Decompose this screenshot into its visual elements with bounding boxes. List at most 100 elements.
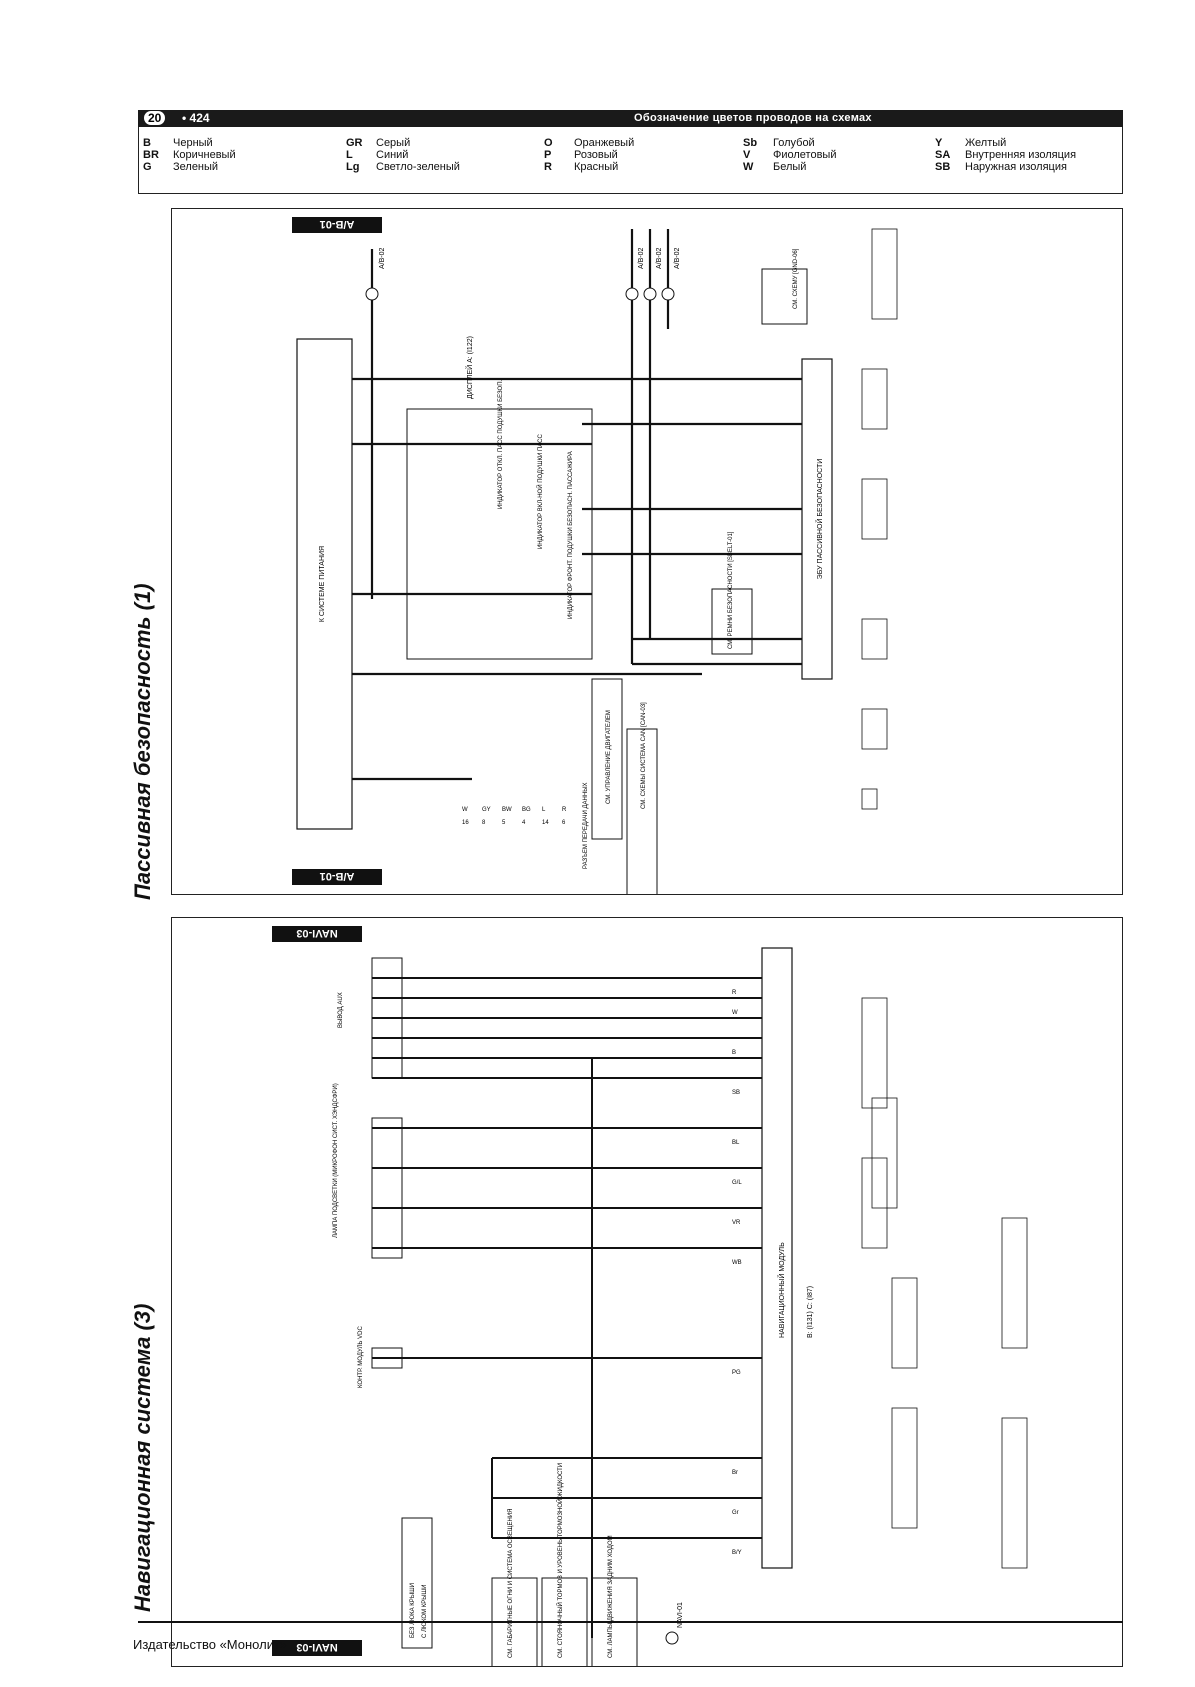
navi-reference-label: NAVI-01 <box>677 1602 684 1628</box>
roof-legend-item: С ЛЮКОМ КРЫШИ <box>422 1585 428 1638</box>
navigation-module <box>761 947 793 1569</box>
aux-label: ВЫВОД AUX <box>338 992 344 1028</box>
frame-tag <box>292 869 382 885</box>
footer-rule <box>138 1621 1123 1623</box>
svg-text:16: 16 <box>462 820 469 826</box>
connector-pin-grids <box>861 997 1028 1569</box>
svg-text:5: 5 <box>502 820 506 826</box>
note-label: СМ. СХЕМУ [GND-06] <box>793 248 799 309</box>
note-label: СМ. РЕМНИ БЕЗОПАСНОСТИ [SBELT-01] <box>728 531 734 649</box>
svg-text:A/B-02: A/B-02 <box>379 247 386 269</box>
navigation-module-connectors: B: (I131) C: (I87) <box>807 1286 814 1338</box>
note-label: СМ. УПРАВЛЕНИЕ ДВИГАТЕЛЕМ <box>606 710 612 804</box>
safety-ecu <box>801 358 833 680</box>
note-label: СМ. СХЕМЫ СИСТЕМА CAN [CAN-03] <box>641 702 647 809</box>
svg-text:A/B-02: A/B-02 <box>656 247 663 269</box>
diagram-canvas: NAVI-03 NAVI-03 НАВИГАЦИОННЫЙ МОДУЛЬ B: … <box>272 926 1028 1669</box>
fuse-block <box>296 338 353 830</box>
indicator-label: ИНДИКАТОР ОТКЛ. ПАСС ПОДУШКИ БЕЗОП. <box>498 379 504 509</box>
note-box <box>711 588 753 655</box>
vdc-label: КОНТР. МОДУЛЬ VDC <box>358 1326 364 1388</box>
note-label: СМ. СТОЯНОЧНЫЙ ТОРМОЗ И УРОВЕНЬ ТОРМОЗНО… <box>556 1463 564 1658</box>
svg-text:R: R <box>732 990 737 996</box>
wiring-diagram-passive-safety: A/B-01 A/B-01 К СИСТЕМЕ ПИТАНИЯ <box>171 208 1123 930</box>
power-label: К СИСТЕМЕ ПИТАНИЯ <box>319 546 326 622</box>
roof-legend-box <box>401 1517 433 1649</box>
svg-text:GY: GY <box>482 807 491 813</box>
connector-pin-grids <box>861 228 898 810</box>
wiring-diagram-navigation: NAVI-03 NAVI-03 НАВИГАЦИОННЫЙ МОДУЛЬ B: … <box>171 917 1123 1669</box>
note-label: СМ. ЛАМПЫ ДВИЖЕНИЯ ЗАДНИМ ХОДОМ <box>608 1535 614 1658</box>
frame-tag-label: A/B-01 <box>320 218 355 230</box>
frame-tag-label: NAVI-03 <box>296 927 337 939</box>
svg-text:BW: BW <box>502 807 512 813</box>
svg-text:G/L: G/L <box>732 1180 742 1186</box>
svg-text:B/Y: B/Y <box>732 1550 742 1556</box>
svg-text:A/B-02: A/B-02 <box>674 247 681 269</box>
navi-reference-circle <box>665 1631 679 1645</box>
navigation-module-label: НАВИГАЦИОННЫЙ МОДУЛЬ <box>777 1242 786 1338</box>
frame-tag <box>292 217 382 233</box>
svg-text:W: W <box>732 1010 738 1016</box>
page-number: • 424 <box>182 111 210 125</box>
display-label: ДИСПЛЕЙ A: (I122) <box>465 336 474 399</box>
chapter-badge: 20 <box>144 111 166 125</box>
ground-point <box>761 268 808 325</box>
page-header: 20 • 424 Обозначение цветов проводов на … <box>138 110 1123 127</box>
svg-text:R: R <box>562 807 567 813</box>
svg-text:8: 8 <box>482 820 486 826</box>
svg-text:WB: WB <box>732 1260 742 1266</box>
roof-legend-item: БЕЗ ЛЮКА КРЫШИ <box>410 1583 416 1638</box>
backlight-label: ЛАМПА ПОДСВЕТКИ (МИКРОФОН СИСТ. ХЭНДСФРИ… <box>333 1083 339 1238</box>
svg-text:14: 14 <box>542 820 549 826</box>
svg-text:6: 6 <box>562 820 566 826</box>
svg-text:VR: VR <box>732 1220 741 1226</box>
svg-text:Gr: Gr <box>732 1510 739 1516</box>
svg-text:W: W <box>462 807 468 813</box>
section-title-navigation: Навигационная система (3) <box>130 1303 155 1612</box>
svg-text:4: 4 <box>522 820 526 826</box>
display-unit <box>406 408 593 660</box>
section-title-passive-safety: Пассивная безопасность (1) <box>130 583 155 900</box>
page-title: Обозначение цветов проводов на схемах <box>634 112 872 124</box>
wire-bundle <box>372 977 762 1638</box>
backlight-connector <box>371 1117 403 1259</box>
svg-text:A/B-02: A/B-02 <box>638 247 645 269</box>
frame-tag <box>272 1640 362 1656</box>
frame-tag-label: NAVI-03 <box>296 1641 337 1653</box>
publisher-footer: Издательство «Монолит» <box>133 1637 288 1652</box>
svg-text:PG: PG <box>732 1370 741 1376</box>
svg-text:SB: SB <box>732 1090 740 1096</box>
svg-text:BG: BG <box>522 807 531 813</box>
wire-color-labels: W GY BW BG L R 16 8 5 4 14 6 <box>462 807 567 826</box>
note-box <box>591 678 623 840</box>
vdc-connector <box>371 1347 403 1369</box>
indicator-label: ИНДИКАТОР ВКЛ-НОЙ ПОДУШКИ ПАСС <box>536 434 544 549</box>
indicator-label: ИНДИКАТОР ФРОНТ. ПОДУШКИ БЕЗОПАСН. ПАССА… <box>568 451 574 619</box>
aux-connector <box>371 957 403 1079</box>
diagram-canvas: A/B-01 A/B-01 К СИСТЕМЕ ПИТАНИЯ <box>292 217 898 930</box>
frame-tag-label: A/B-01 <box>320 870 355 882</box>
data-link-label: РАЗЪЕМ ПЕРЕДАЧИ ДАННЫХ <box>583 782 589 869</box>
